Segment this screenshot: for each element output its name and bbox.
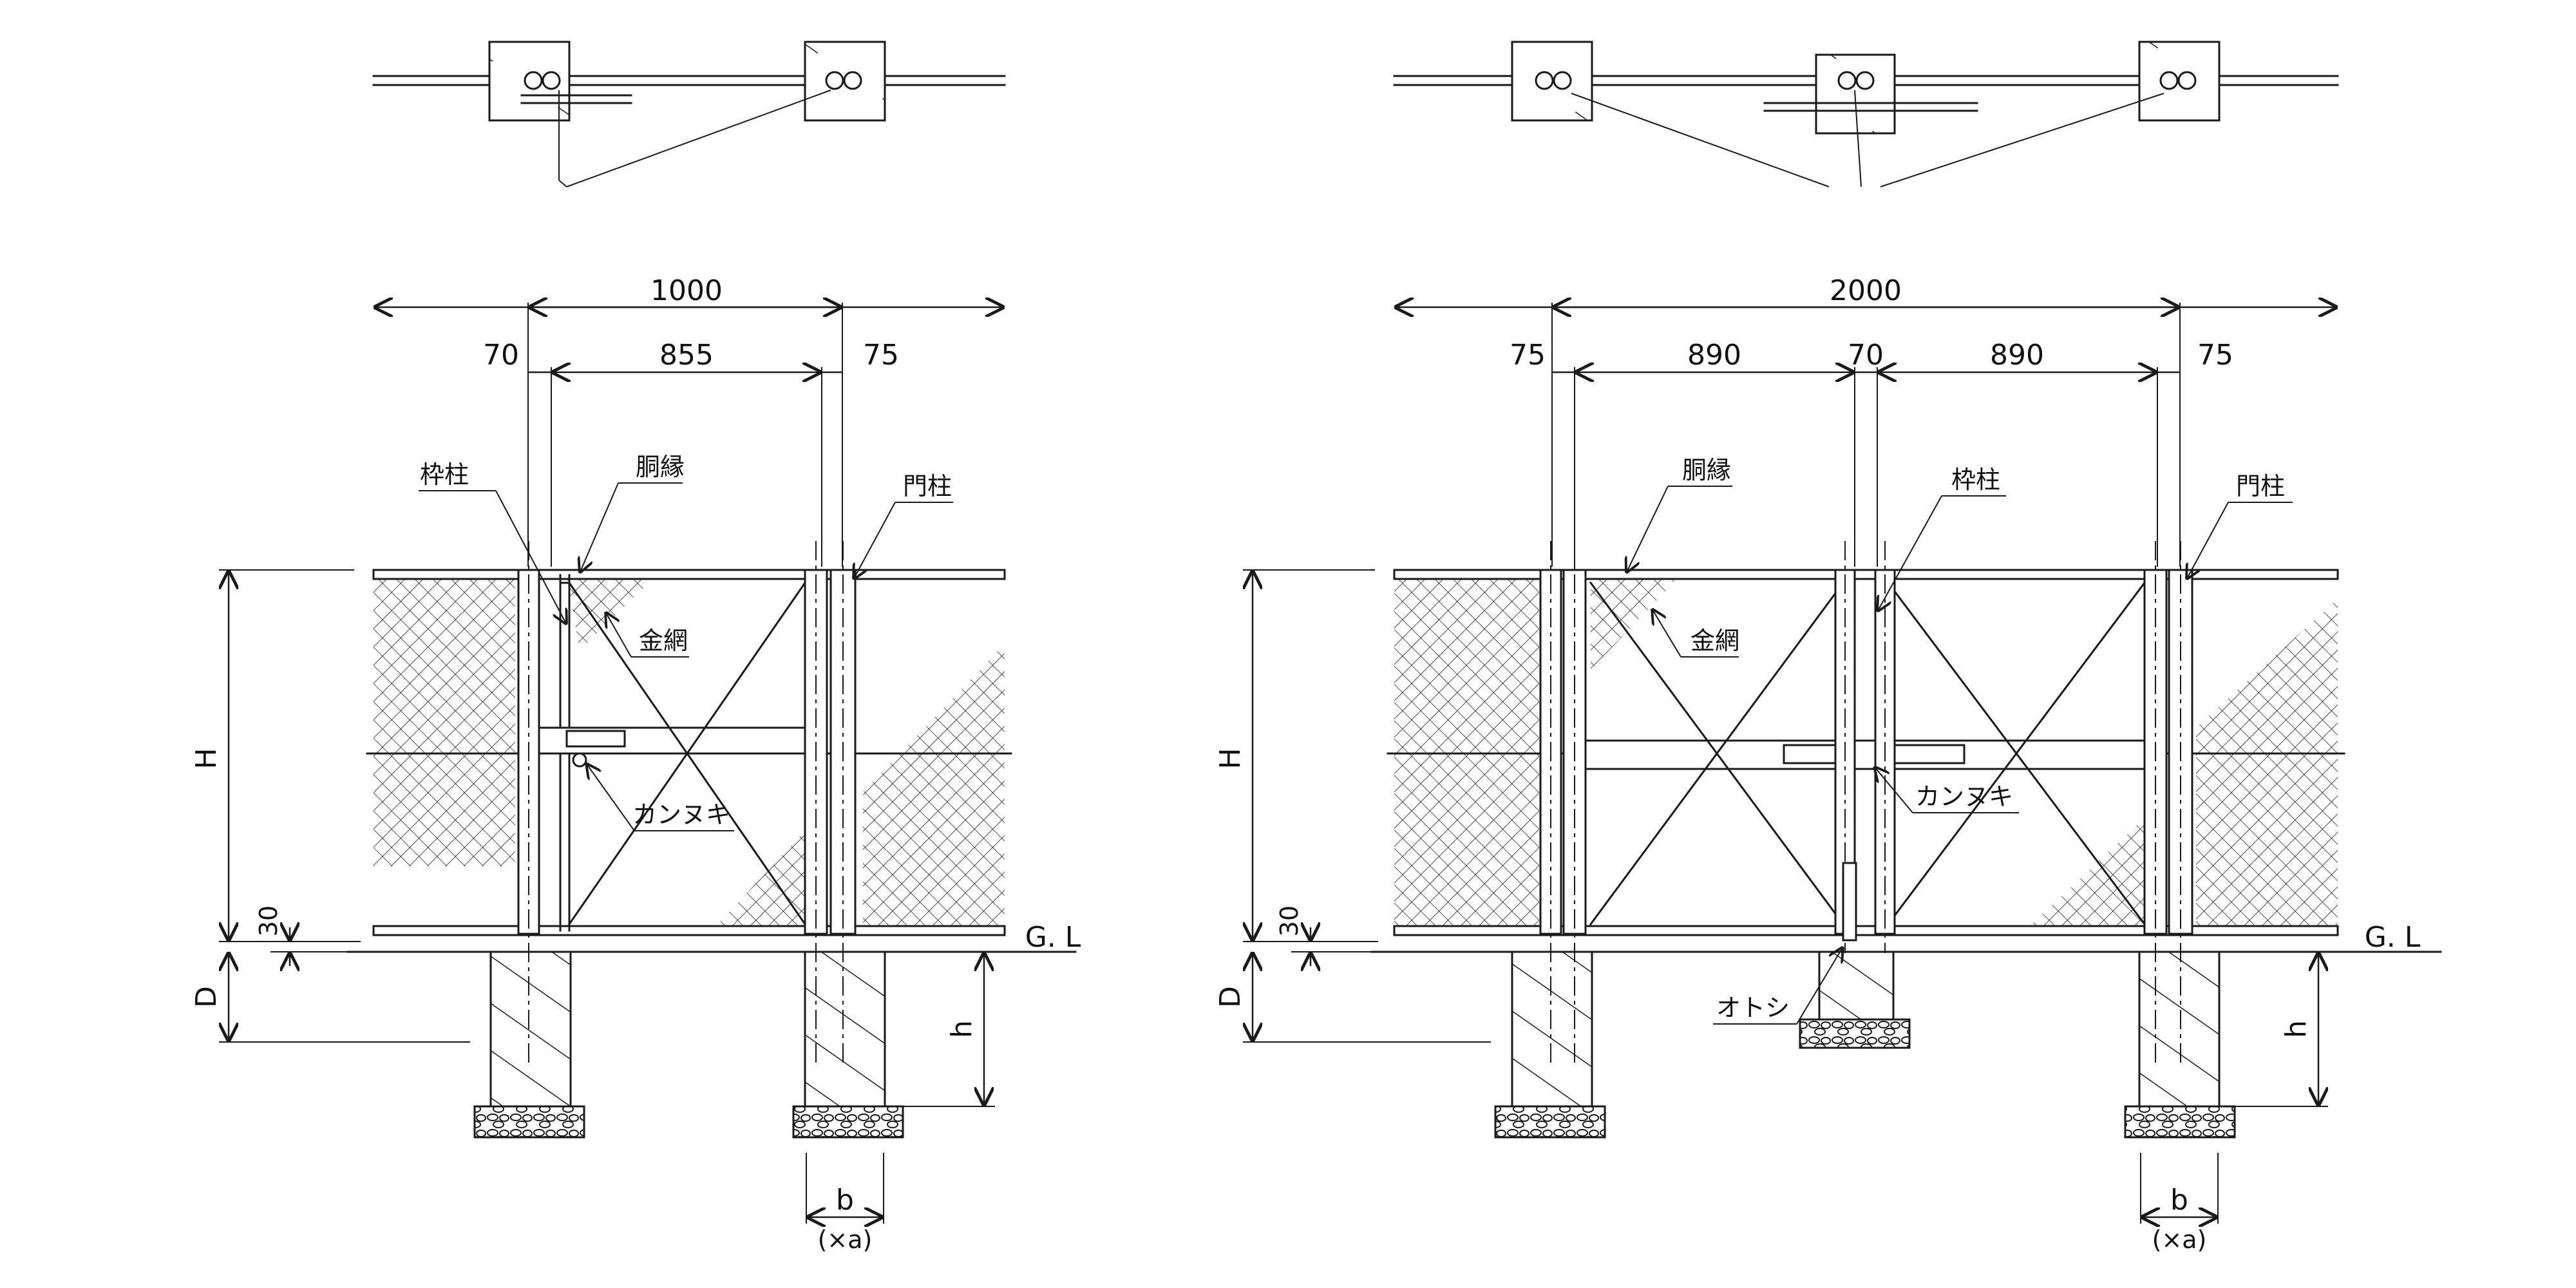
double-depth-label: D <box>1214 986 1247 1008</box>
double-right-latch <box>1886 744 1965 764</box>
double-height-label: H <box>1214 748 1247 769</box>
single-latch-body <box>565 730 626 748</box>
single-frame-post-label: 枠柱 <box>420 460 469 489</box>
single-right-footing <box>804 951 886 1108</box>
single-gate-dimensions: 1000 70 855 75 H 30 D h <box>190 274 1005 1107</box>
single-ground-line-label: G. L <box>1025 921 1081 954</box>
double-clearance-label: 30 <box>1275 905 1303 936</box>
double-ground-line-label: G. L <box>2365 921 2421 954</box>
double-drop-rod-label: オトシ <box>1716 994 1790 1022</box>
double-right-leaf-width: 890 <box>1990 339 2044 372</box>
double-right-mesh <box>2196 599 2338 927</box>
single-gate-mesh-b <box>715 831 805 927</box>
single-gate-drawing: 1000 70 855 75 H 30 D h <box>190 41 1081 1254</box>
single-gate-post-label: 門柱 <box>903 472 952 500</box>
single-latch-label: カンヌキ <box>632 800 730 829</box>
double-left-mesh <box>1394 575 1539 929</box>
single-footing-width-label: b <box>836 1184 854 1217</box>
double-right-footing <box>2138 951 2221 1108</box>
double-overall-width: 2000 <box>1830 274 1902 307</box>
single-left-mesh <box>374 575 515 866</box>
double-gate-mesh-a <box>1591 575 1681 670</box>
single-height-label: H <box>190 748 223 769</box>
double-left-gravel-base <box>1494 1105 1606 1139</box>
double-center-post-width: 70 <box>1848 339 1884 372</box>
double-gate-plan-view <box>1393 41 2339 187</box>
double-footing-width-label: b <box>2170 1184 2188 1217</box>
double-center-gravel-base <box>1799 1018 1911 1049</box>
double-latch-label: カンヌキ <box>1915 782 2013 811</box>
double-center-footing <box>1818 951 1895 1021</box>
single-right-mesh-a <box>863 644 1005 927</box>
double-left-footing <box>1511 951 1593 1108</box>
single-overall-width: 1000 <box>650 274 723 307</box>
single-right-post-width: 75 <box>863 339 899 372</box>
single-depth-label: D <box>190 986 223 1008</box>
single-gate-plan-view <box>372 41 1006 187</box>
single-left-post-width: 70 <box>483 339 519 372</box>
double-gate-drawing: 2000 75 890 70 890 75 H 30 <box>1214 41 2442 1254</box>
single-footing-depth-label: h <box>945 1020 978 1038</box>
single-wire-mesh-label: 金網 <box>639 627 688 655</box>
single-opening-width: 855 <box>659 339 714 372</box>
double-gate-dimensions: 2000 75 890 70 890 75 H 30 <box>1214 274 2338 1107</box>
double-middle-rail-label: 胴縁 <box>1682 456 1731 484</box>
double-right-post-width: 75 <box>2197 339 2233 372</box>
double-footing-width-note: (×a) <box>2152 1226 2207 1254</box>
single-right-gravel-base <box>792 1105 904 1139</box>
double-wire-mesh-label: 金網 <box>1690 627 1739 655</box>
single-left-footing <box>489 951 572 1108</box>
double-right-gravel-base <box>2124 1105 2236 1139</box>
double-drop-rod <box>1842 862 1857 942</box>
double-gate-mesh-b <box>2029 818 2145 927</box>
double-gate-post-label: 門柱 <box>2236 472 2285 500</box>
double-frame-post-label: 枠柱 <box>1951 466 2000 494</box>
single-clearance-label: 30 <box>254 905 283 936</box>
double-gate-leaves <box>1573 581 2159 926</box>
double-left-leaf-width: 890 <box>1687 339 1741 372</box>
single-left-gravel-base <box>473 1105 585 1139</box>
double-left-post-width: 75 <box>1510 339 1546 372</box>
single-footing-width-note: (×a) <box>818 1226 873 1254</box>
double-footing-depth-label: h <box>2280 1020 2313 1038</box>
single-middle-rail-label: 胴縁 <box>636 453 685 481</box>
